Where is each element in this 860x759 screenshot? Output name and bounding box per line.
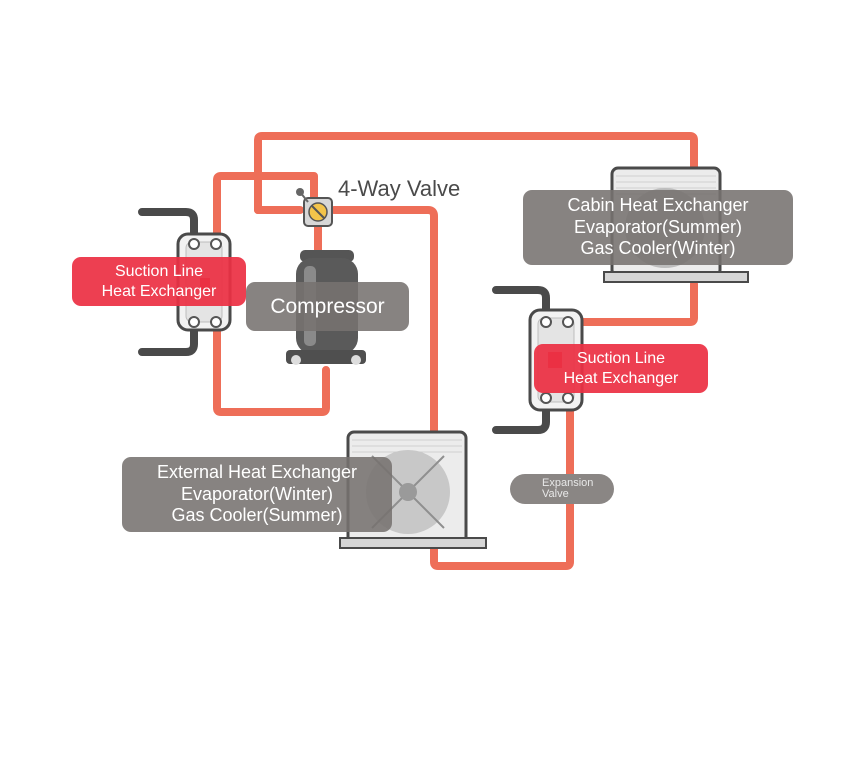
external-heat-exchanger-label: External Heat Exchanger Evaporator(Winte… <box>122 457 392 532</box>
refrigerant-pipes <box>213 132 698 570</box>
expansion-valve-text: Expansion Valve <box>542 478 593 500</box>
external-line1: External Heat Exchanger <box>156 461 358 482</box>
expansion-line2: Valve <box>542 488 569 500</box>
expansion-line1: Expansion <box>542 477 594 489</box>
four-way-valve-label: 4-Way Valve <box>338 176 461 201</box>
compressor-label-text: Compressor <box>270 294 385 318</box>
right-secondary-top <box>492 286 550 322</box>
pipe-external-to-right-exchanger <box>430 394 574 570</box>
cabin-line1: Cabin Heat Exchanger <box>567 194 749 215</box>
pipe-left-exchanger-to-valve <box>213 172 318 244</box>
cabin-heat-exchanger-label: Cabin Heat Exchanger Evaporator(Summer) … <box>523 190 793 265</box>
suction-left-label: Suction Line Heat Exchanger <box>72 257 246 306</box>
right-secondary-bottom <box>492 396 550 434</box>
pipe-valve-to-external <box>330 206 438 440</box>
cabin-line2: Evaporator(Summer) <box>573 216 743 237</box>
pipe-left-exchanger-to-compressor <box>213 318 330 416</box>
suction-left-line1: Suction Line <box>114 262 204 280</box>
four-way-valve-icon <box>296 188 333 227</box>
suction-right-line1: Suction Line <box>576 349 666 367</box>
external-line3: Gas Cooler(Summer) <box>171 505 343 526</box>
left-secondary-top <box>138 208 198 244</box>
suction-right-label: Suction Line Heat Exchanger <box>534 344 708 393</box>
external-line2: Evaporator(Winter) <box>180 483 334 504</box>
cabin-line3: Gas Cooler(Winter) <box>580 238 736 259</box>
expansion-valve-label: Expansion Valve <box>510 474 614 504</box>
suction-left-line2: Heat Exchanger <box>101 282 217 300</box>
suction-right-line2: Heat Exchanger <box>563 369 679 387</box>
left-secondary-bottom <box>138 318 198 356</box>
compressor-label: Compressor <box>246 282 409 331</box>
pipe-top-loop <box>254 132 698 214</box>
pipe-cabin-to-right-exchanger <box>568 280 698 326</box>
secondary-pipes <box>138 208 550 434</box>
